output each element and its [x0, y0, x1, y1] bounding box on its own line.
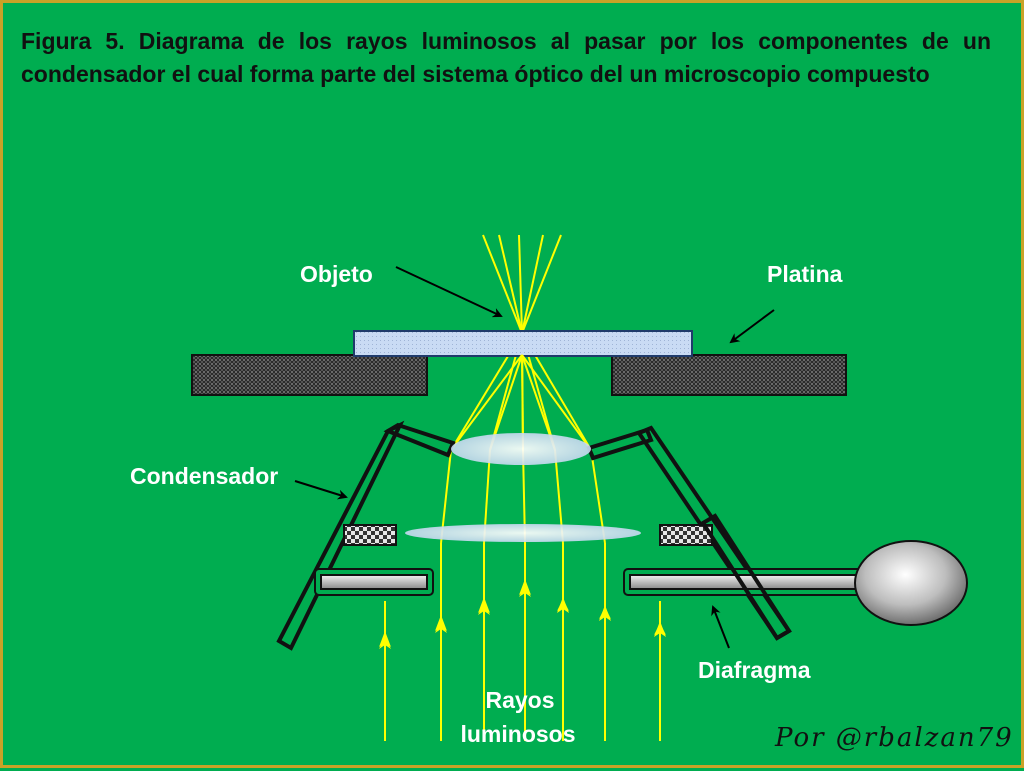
condenser-upper-lens — [451, 433, 591, 465]
diafragma-arrow — [711, 605, 730, 649]
label-arrows — [294, 266, 775, 649]
lens-mount-left — [343, 524, 397, 546]
diaphragm-left — [314, 568, 434, 596]
incoming-ray-arrowheads — [379, 579, 666, 647]
condenser-right-arm-lower — [700, 513, 792, 641]
stage-left-block — [191, 354, 428, 396]
converging-light-rays — [384, 234, 661, 741]
figure-caption: Figura 5. Diagrama de los rayos luminoso… — [21, 28, 991, 87]
platina-arrow — [729, 309, 775, 344]
label-platina: Platina — [767, 261, 843, 287]
diaphragm-lever-knob — [854, 540, 968, 626]
label-luminosos: luminosos — [460, 721, 575, 747]
label-objeto: Objeto — [300, 261, 373, 287]
condenser-lower-lens — [405, 524, 641, 542]
label-condensador: Condensador — [130, 463, 278, 489]
stage-right-block — [611, 354, 847, 396]
author-credit: Por @rbalzan79 — [774, 723, 1014, 753]
label-diafragma: Diafragma — [698, 657, 811, 683]
condensador-arrow — [294, 480, 348, 500]
specimen-slide — [353, 330, 693, 357]
condenser-diagram: Objeto Platina Condensador Diafragma Ray… — [130, 234, 1014, 753]
objeto-arrow — [395, 266, 503, 318]
label-rayos: Rayos — [485, 687, 554, 713]
